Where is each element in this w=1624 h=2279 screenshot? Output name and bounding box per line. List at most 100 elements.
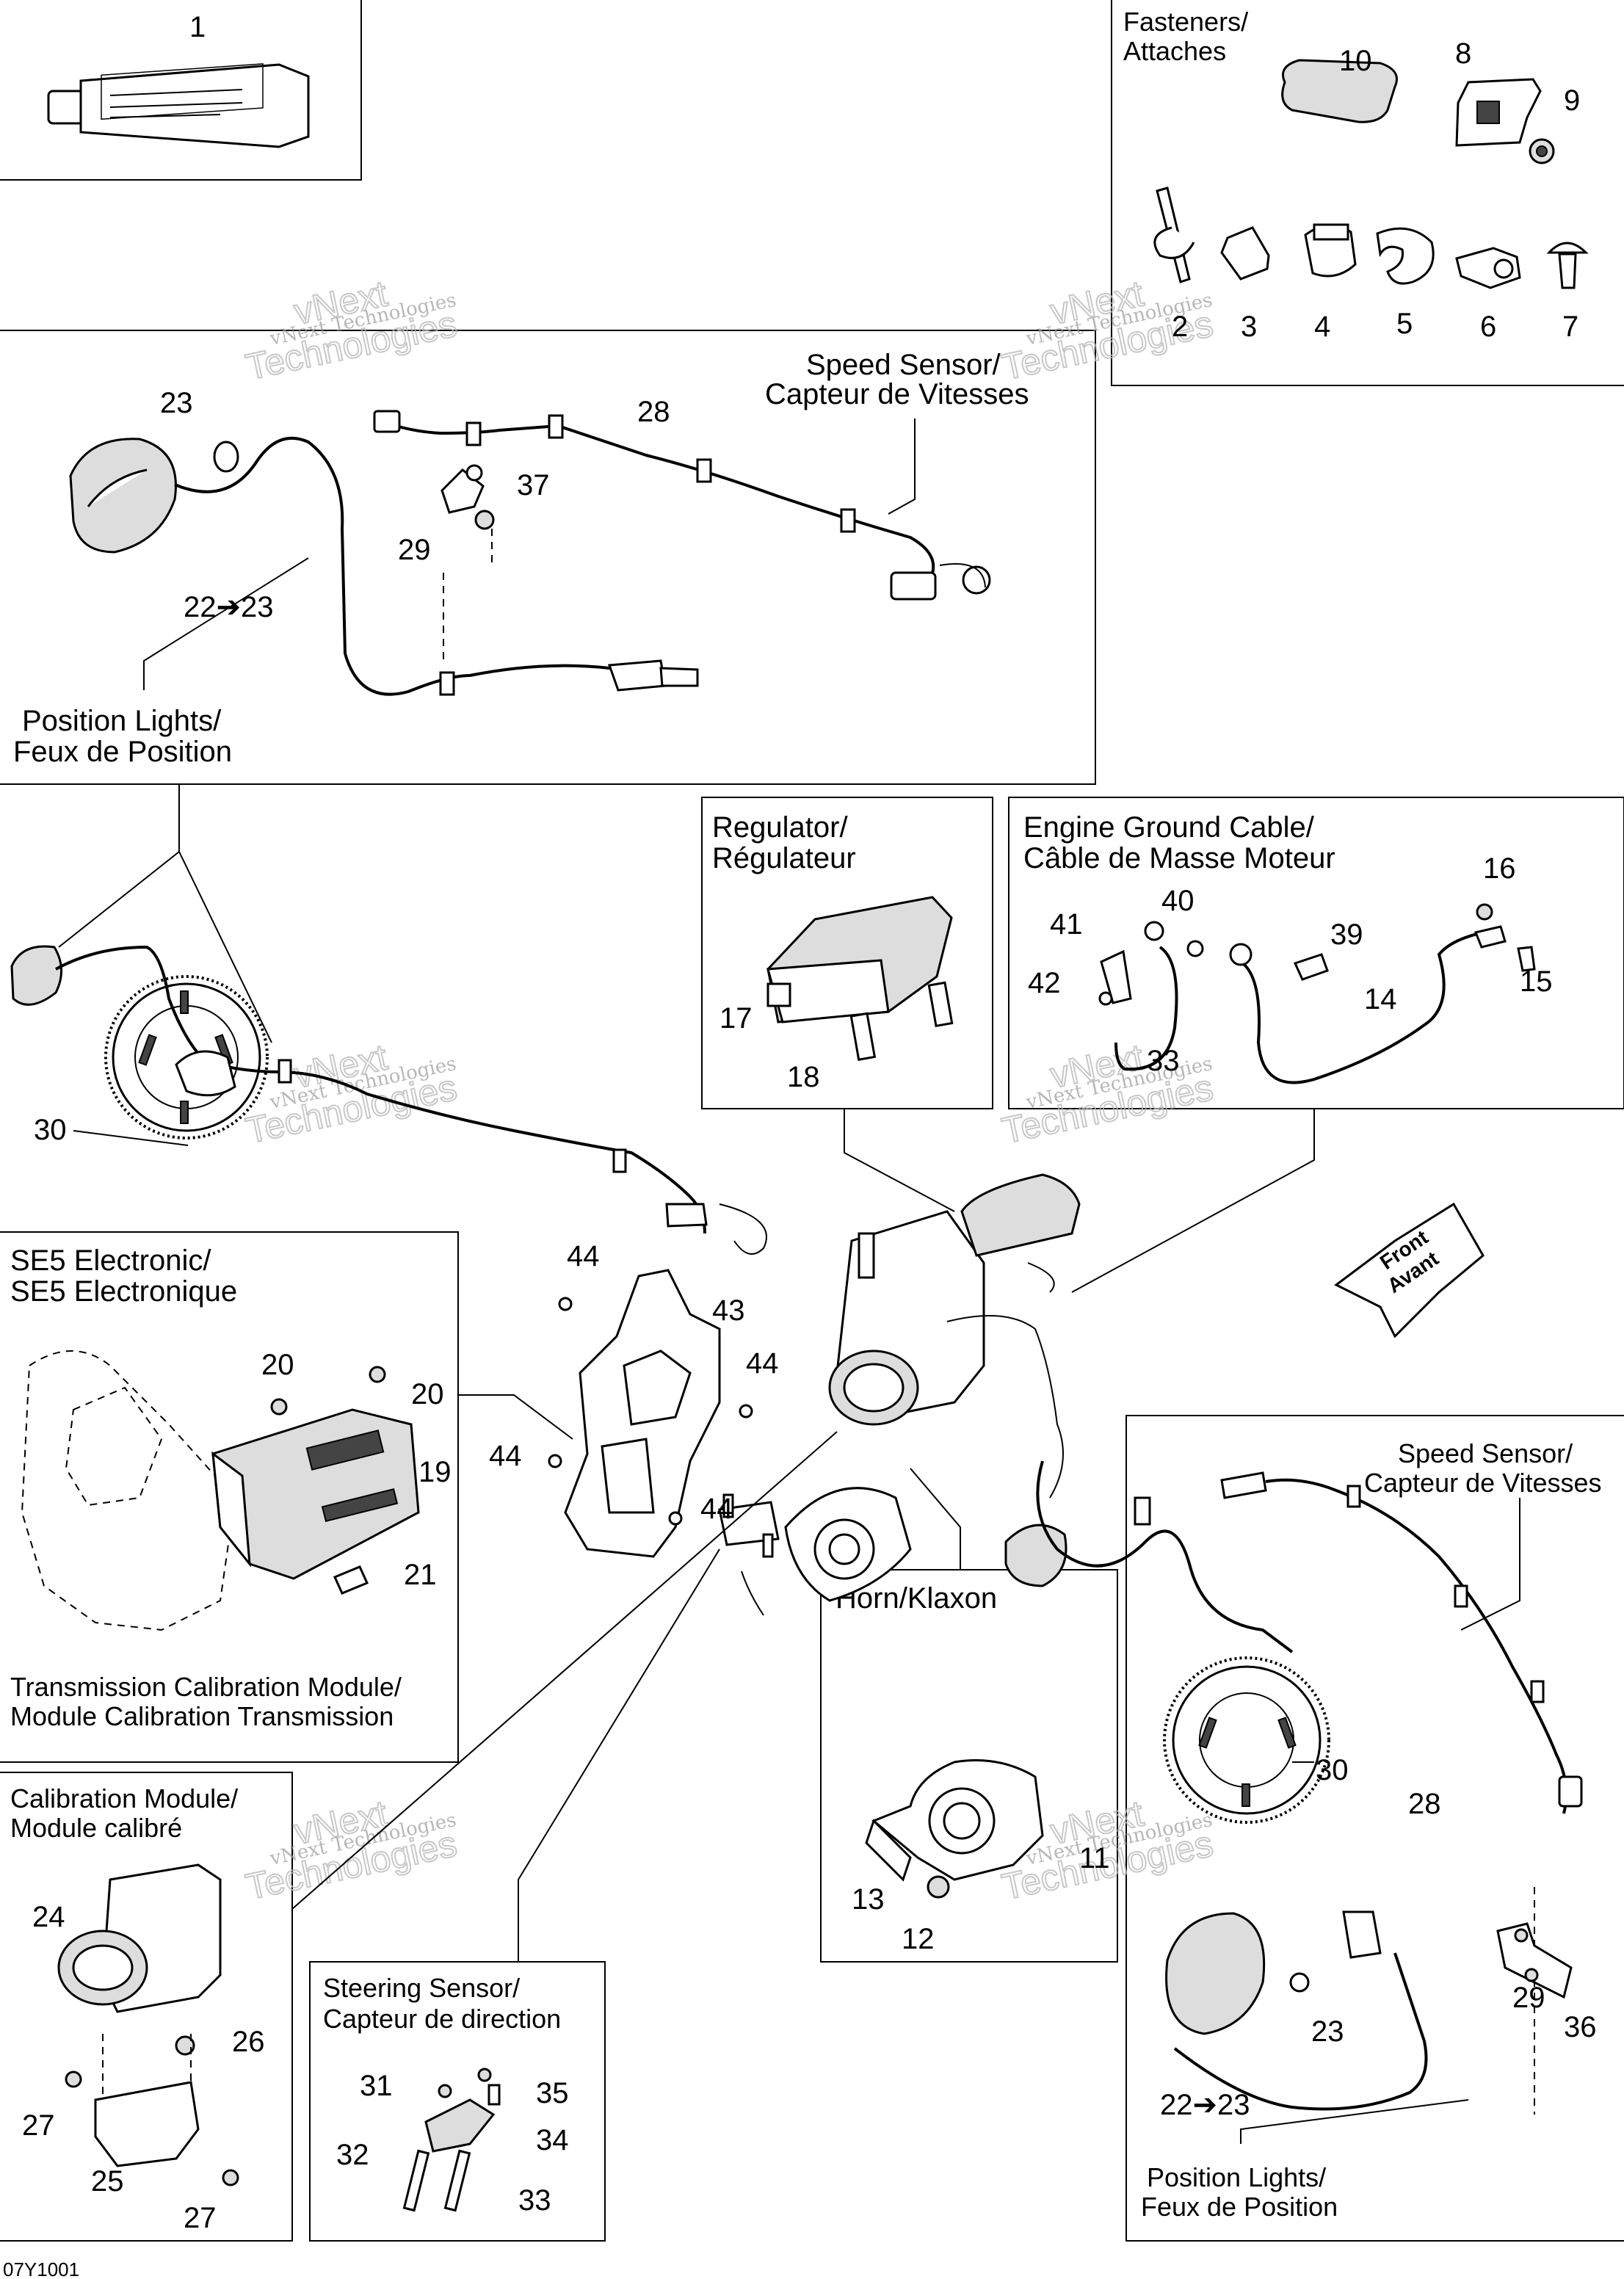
position-light-harness-left bbox=[10, 945, 767, 1255]
callout-22-23: 22➔23 bbox=[1160, 2089, 1250, 2121]
callout-17: 17 bbox=[719, 1002, 753, 1035]
callout-27: 27 bbox=[22, 2109, 55, 2142]
speed-sensor-right-title-l1: Speed Sensor/ bbox=[1398, 1438, 1573, 1468]
position-lights-top-title-l1: Position Lights/ bbox=[22, 705, 222, 737]
se5-title-l2: SE5 Electronique bbox=[10, 1275, 237, 1308]
position-light-harness-mid bbox=[1004, 1460, 1294, 1653]
callout-33: 33 bbox=[518, 2184, 551, 2217]
callout-37: 37 bbox=[517, 469, 550, 501]
callout-20: 20 bbox=[261, 1349, 294, 1381]
callout-35: 35 bbox=[536, 2077, 569, 2109]
engine-ground-title-l2: Câble de Masse Moteur bbox=[1023, 842, 1335, 874]
callout-31: 31 bbox=[360, 2070, 393, 2102]
callout-39: 39 bbox=[1330, 919, 1363, 951]
callout-2: 2 bbox=[1172, 311, 1188, 343]
fastener-parts bbox=[1153, 59, 1589, 289]
document-code: 07Y1001 bbox=[3, 2258, 79, 2279]
callout-36: 36 bbox=[1564, 2011, 1597, 2043]
callout-24: 24 bbox=[32, 1901, 65, 1933]
regulator-title-l2: Régulateur bbox=[712, 842, 856, 874]
tone-wheel-left bbox=[104, 975, 269, 1140]
front-arrow: Front Avant bbox=[1334, 1202, 1485, 1338]
callout-16: 16 bbox=[1483, 852, 1516, 885]
position-light-harness-right bbox=[1165, 1910, 1573, 2111]
callout-27: 27 bbox=[184, 2202, 217, 2234]
callout-19: 19 bbox=[418, 1456, 452, 1488]
callout-44: 44 bbox=[700, 1493, 733, 1525]
tcm-title-l2: Module Calibration Transmission bbox=[10, 1701, 394, 1731]
callout-43: 43 bbox=[712, 1294, 745, 1327]
regulator-title-l1: Regulator/ bbox=[712, 811, 848, 844]
callout-labels: 1 2 3 4 5 6 7 8 9 10 23 28 37 29 22➔23 1… bbox=[22, 11, 1597, 2234]
callout-7: 7 bbox=[1562, 311, 1578, 343]
callout-18: 18 bbox=[787, 1061, 820, 1093]
callout-6: 6 bbox=[1480, 311, 1496, 343]
callout-28: 28 bbox=[637, 396, 670, 428]
position-light-harness-top bbox=[69, 410, 991, 696]
speed-sensor-right-title-l2: Capteur de Vitesses bbox=[1364, 1468, 1602, 1498]
central-module-part bbox=[828, 1173, 1081, 1499]
tone-wheel-right bbox=[1163, 1656, 1330, 1824]
callout-23: 23 bbox=[1311, 2015, 1344, 2048]
position-lights-right-title-l2: Feux de Position bbox=[1141, 2192, 1338, 2222]
callout-8: 8 bbox=[1455, 37, 1471, 70]
callout-14: 14 bbox=[1364, 983, 1397, 1015]
callout-28: 28 bbox=[1408, 1788, 1441, 1820]
callout-23: 23 bbox=[160, 387, 193, 419]
leader-lines bbox=[58, 419, 1520, 2144]
watermarks: vNext Technologies vNext Technologies vN… bbox=[242, 272, 1217, 1909]
section-titles: Fasteners/ Attaches Speed Sensor/ Capteu… bbox=[10, 7, 1602, 2222]
steering-sensor-center-part bbox=[718, 1493, 780, 1558]
callout-30: 30 bbox=[34, 1114, 67, 1146]
callout-26: 26 bbox=[232, 2026, 265, 2058]
calibration-title-l2: Module calibré bbox=[10, 1813, 182, 1843]
speed-sensor-top-title-l2: Capteur de Vitesses bbox=[765, 378, 1029, 410]
grease-tube-part bbox=[47, 63, 310, 148]
callout-44: 44 bbox=[567, 1240, 600, 1272]
steering-title-l1: Steering Sensor/ bbox=[323, 1973, 520, 2003]
speed-sensor-top-title-l1: Speed Sensor/ bbox=[806, 349, 1001, 381]
callout-13: 13 bbox=[852, 1883, 885, 1916]
callout-44: 44 bbox=[489, 1440, 522, 1472]
callout-9: 9 bbox=[1564, 84, 1580, 117]
fasteners-title-l2: Attaches bbox=[1123, 36, 1226, 66]
engine-ground-title-l1: Engine Ground Cable/ bbox=[1023, 811, 1315, 844]
calibration-title-l1: Calibration Module/ bbox=[10, 1783, 238, 1814]
callout-21: 21 bbox=[404, 1559, 437, 1591]
fasteners-title-l1: Fasteners/ bbox=[1123, 7, 1248, 37]
se5-title-l1: SE5 Electronic/ bbox=[10, 1244, 211, 1277]
callout-29: 29 bbox=[1512, 1982, 1545, 2014]
callout-25: 25 bbox=[91, 2165, 124, 2198]
callout-3: 3 bbox=[1241, 311, 1257, 343]
callout-22-23: 22➔23 bbox=[184, 591, 274, 623]
callout-34: 34 bbox=[536, 2124, 569, 2156]
callout-12: 12 bbox=[902, 1923, 935, 1955]
engine-ground-cable-part bbox=[1098, 903, 1536, 1084]
callout-10: 10 bbox=[1339, 45, 1372, 77]
callout-1: 1 bbox=[189, 11, 206, 43]
callout-44: 44 bbox=[746, 1347, 779, 1380]
callout-15: 15 bbox=[1520, 965, 1553, 998]
position-lights-right-title-l1: Position Lights/ bbox=[1147, 2162, 1326, 2192]
tcm-title-l1: Transmission Calibration Module/ bbox=[10, 1672, 402, 1702]
horn-part bbox=[865, 1759, 1044, 1899]
callout-11: 11 bbox=[1079, 1842, 1110, 1874]
callout-33: 33 bbox=[1147, 1045, 1180, 1077]
steering-sensor-part bbox=[402, 2068, 501, 2212]
horn-center-part bbox=[741, 1487, 912, 1616]
speed-sensor-harness-right bbox=[1220, 1471, 1583, 2115]
callout-30: 30 bbox=[1316, 1754, 1349, 1786]
calibration-module-part bbox=[57, 1863, 239, 2186]
steering-title-l2: Capteur de direction bbox=[323, 2004, 561, 2034]
se5-module-part bbox=[21, 1350, 420, 1631]
bracket-part bbox=[548, 1269, 753, 1558]
callout-29: 29 bbox=[398, 534, 431, 566]
callout-32: 32 bbox=[336, 2139, 369, 2171]
regulator-part bbox=[766, 896, 954, 1061]
callout-42: 42 bbox=[1028, 967, 1061, 999]
callout-40: 40 bbox=[1161, 885, 1195, 917]
callout-41: 41 bbox=[1050, 908, 1083, 941]
position-lights-top-title-l2: Feux de Position bbox=[13, 736, 232, 768]
